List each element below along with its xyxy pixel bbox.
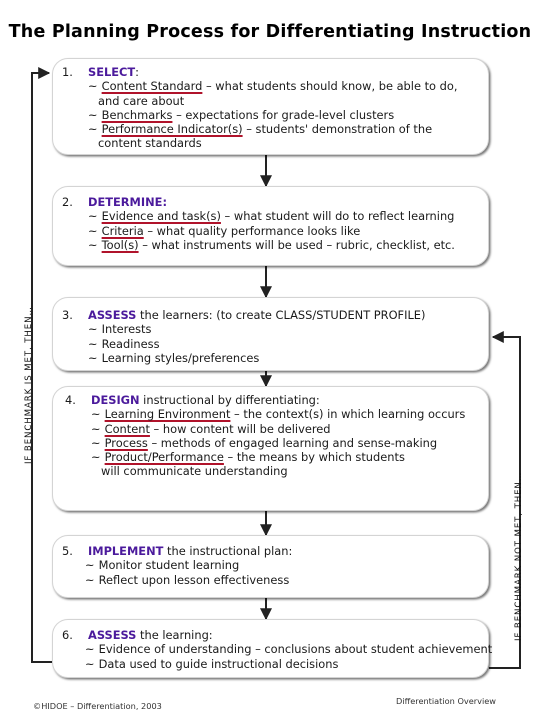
step-4-keyword: DESIGN — [91, 393, 140, 407]
footer-title: Differentiation Overview — [396, 696, 497, 706]
step-4-heading: 4.DESIGN instructional by differentiatin… — [65, 393, 320, 407]
step-1-box: 1.SELECT: ~ Content Standard – what stud… — [52, 58, 489, 155]
step-2-item: ~ Evidence and task(s) – what student wi… — [88, 209, 455, 224]
step-4-item: ~ Content – how content will be delivere… — [91, 421, 331, 436]
step-5-item: ~ Monitor student learning — [85, 558, 240, 573]
step-3-item: ~ Learning styles/preferences — [88, 350, 260, 365]
footer-copyright: ©HIDOE – Differentiation, 2003 — [33, 701, 162, 711]
step-1-keyword: SELECT — [88, 65, 136, 79]
step-6-item: ~ Evidence of understanding – conclusion… — [85, 642, 493, 657]
step-6-box: 6.ASSESS the learning: ~ Evidence of und… — [52, 619, 493, 678]
diagram-title: The Planning Process for Differentiating… — [8, 22, 532, 42]
step-1-item: ~ Content Standard – what students shoul… — [88, 79, 458, 108]
step-5-heading: 5.IMPLEMENT the instructional plan: — [62, 544, 293, 558]
step-2-heading: 2.DETERMINE: — [62, 195, 168, 209]
step-2-item: ~ Criteria – what quality performance lo… — [88, 223, 361, 238]
step-6-item: ~ Data used to guide instructional decis… — [85, 656, 339, 671]
step-5-box: 5.IMPLEMENT the instructional plan: ~ Mo… — [52, 535, 489, 598]
step-2-keyword: DETERMINE: — [88, 195, 168, 209]
step-6-keyword: ASSESS — [88, 628, 137, 642]
step-5-item: ~ Reflect upon lesson effectiveness — [85, 572, 290, 587]
step-3-box: 3.ASSESS the learners: (to create CLASS/… — [52, 297, 489, 371]
step-1-item: ~ Benchmarks – expectations for grade-le… — [88, 107, 395, 122]
step-3-heading: 3.ASSESS the learners: (to create CLASS/… — [62, 308, 426, 322]
step-4-item: ~ Learning Environment – the context(s) … — [91, 407, 466, 422]
step-5-keyword: IMPLEMENT — [88, 544, 164, 558]
right-loop-arrow — [489, 331, 521, 669]
step-3-keyword: ASSESS — [88, 308, 137, 322]
left-loop-label: IF BENCHMARK IS MET, THEN… — [24, 306, 34, 464]
right-loop-label: IF BENCHMARK NOT MET, THEN… — [514, 471, 524, 641]
step-2-item: ~ Tool(s) – what instruments will be use… — [88, 237, 455, 252]
step-4-item: ~ Product/Performance – the means by whi… — [91, 450, 405, 479]
step-3-item: ~ Interests — [88, 322, 152, 337]
step-2-box: 2.DETERMINE: ~ Evidence and task(s) – wh… — [52, 186, 489, 266]
step-1-item: ~ Performance Indicator(s) – students' d… — [88, 122, 433, 151]
step-4-item: ~ Process – methods of engaged learning … — [91, 435, 438, 450]
step-1-heading: 1.SELECT: — [62, 65, 139, 79]
left-loop-arrow — [31, 67, 52, 663]
step-3-item: ~ Readiness — [88, 336, 160, 351]
step-4-box: 4.DESIGN instructional by differentiatin… — [52, 386, 489, 511]
step-6-heading: 6.ASSESS the learning: — [62, 628, 213, 642]
